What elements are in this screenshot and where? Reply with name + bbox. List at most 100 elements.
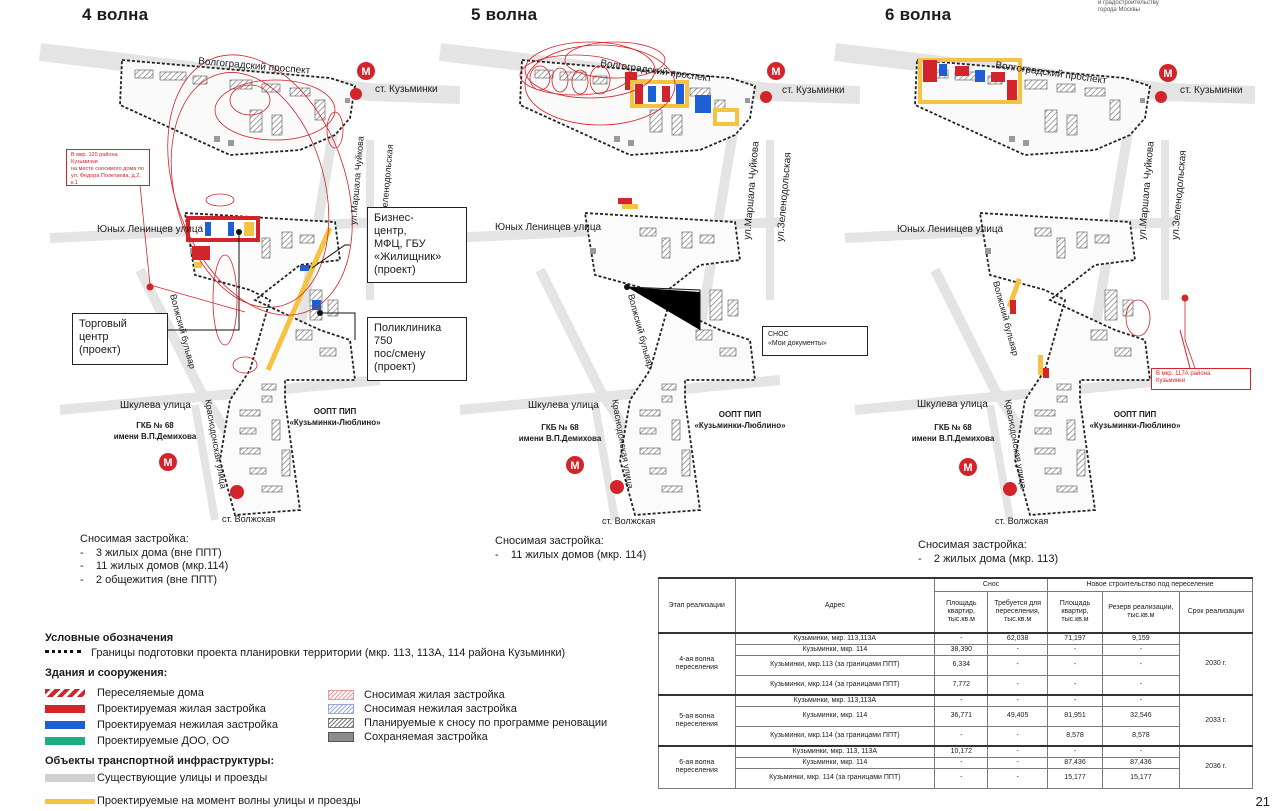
table-row: Кузьминки, мкр. 114 36,771 49,405 81,951…	[659, 705, 1253, 727]
table-row: Кузьминки, мкр. 114 (за границами ППТ) -…	[659, 767, 1253, 789]
term-cell: 2036 г.	[1178, 745, 1254, 789]
swatch-new-nonresidential	[45, 721, 85, 729]
park-name: «Кузьминки-Люблино»	[694, 421, 786, 430]
maps-area: М М Волгоградский проспект ст. Кузьминки…	[0, 41, 1280, 560]
street-label: Волжский бульвар	[626, 293, 656, 370]
legend-item-preserved: Сохраняемая застройка	[328, 731, 488, 743]
callout-snos-documents: СНОС «Мои документы»	[762, 326, 868, 356]
hospital-name: имени В.П.Демихова	[114, 432, 197, 441]
red-sketch-wave-6	[1125, 298, 1196, 369]
stage-cell: 5-ая волна переселения	[658, 694, 736, 747]
svg-text:М: М	[771, 66, 780, 78]
street-label: ул.Зеленодольская	[1170, 150, 1189, 240]
street-label: Шкулева улица	[528, 400, 599, 411]
col-header-area: Площадь квартир, тыс.кв.м	[934, 590, 989, 634]
legend-item-new-nonresidential: Проектируемая нежилая застройка	[45, 719, 278, 731]
park-name: «Кузьминки-Люблино»	[1089, 421, 1181, 430]
col-header-stage: Этап реализации	[658, 577, 736, 634]
legend-item-existing-streets: Существующие улицы и проезды	[45, 772, 267, 784]
callout-red-note-wave-4: В мкр. 120 района Кузьминки на месте сно…	[66, 149, 150, 186]
legend-item-new-residential: Проектируемая жилая застройка	[45, 703, 266, 715]
street-label: Шкулева улица	[120, 400, 191, 411]
legend-buildings-heading: Здания и сооружения:	[45, 667, 168, 679]
svg-text:М: М	[963, 462, 972, 474]
legend-item-renovation: Планируемые к сносу по программе реновац…	[328, 717, 607, 729]
legend-item-new-schools: Проектируемые ДОО, ОО	[45, 735, 229, 747]
street-label: Юных Ленинцев улица	[97, 224, 204, 235]
swatch-relocated	[45, 689, 85, 697]
wave-6-title: 6 волна	[885, 5, 952, 24]
svg-text:М: М	[361, 66, 370, 78]
park-label: ООПТ ПИП	[719, 410, 762, 419]
swatch-existing-streets	[45, 774, 95, 782]
stage-cell: 4-ая волна переселения	[658, 632, 736, 696]
station-label: ст. Кузьминки	[1180, 85, 1243, 96]
street-label: Юных Ленинцев улица	[495, 222, 602, 233]
wave-5-title: 5 волна	[471, 5, 538, 24]
street-label: Юных Ленинцев улица	[897, 224, 1004, 235]
hospital-name: имени В.П.Демихова	[912, 434, 995, 443]
legend-transport-heading: Объекты транспортной инфраструктуры:	[45, 755, 275, 767]
table-row: 6-ая волна переселения Кузьминки, мкр. 1…	[658, 745, 1254, 789]
park-label: ООПТ ПИП	[1114, 410, 1157, 419]
demolition-list-wave-4: Сносимая застройка: - 3 жилых дома (вне …	[80, 533, 229, 586]
table-row: Кузьминки, мкр.114 (за границами ППТ) - …	[659, 725, 1253, 747]
metro-wave-6: М М	[959, 64, 1177, 496]
swatch-projected-streets	[45, 798, 95, 804]
relocation-table: Этап реализации Адрес Снос Новое строите…	[658, 577, 1254, 798]
legend-boundary: Границы подготовки проекта планировки те…	[45, 647, 565, 659]
swatch-demolished-nonresidential	[328, 704, 354, 714]
relocation-table-grid: Этап реализации Адрес Снос Новое строите…	[658, 577, 1254, 789]
metro-wave-5: М М	[566, 62, 785, 494]
svg-text:М: М	[1163, 68, 1172, 80]
station-label: ст. Кузьминки	[782, 85, 845, 96]
station-label: ст. Волжская	[222, 514, 275, 524]
hospital-label: ГКБ № 68	[934, 423, 972, 432]
svg-text:М: М	[570, 460, 579, 472]
new-buildings-wave-5	[618, 72, 739, 330]
table-row: Кузьминки, мкр.114 (за границами ППТ) 7,…	[659, 674, 1253, 696]
col-header-term: Срок реализации	[1178, 590, 1254, 634]
map-wave-5: М М Волгоградский проспект ст. Кузьминки…	[440, 41, 860, 526]
station-label: ст. Волжская	[602, 516, 655, 526]
stage-cell: 6-ая волна переселения	[658, 745, 736, 789]
term-cell: 2030 г.	[1178, 632, 1254, 696]
swatch-new-schools	[45, 737, 85, 745]
table-row: 5-ая волна переселения Кузьминки, мкр. 1…	[658, 694, 1254, 747]
park-label: ООПТ ПИП	[314, 407, 357, 416]
legend-item-demolished-nonresidential: Сносимая нежилая застройка	[328, 703, 517, 715]
swatch-demolished-residential	[328, 690, 354, 700]
hospital-label: ГКБ № 68	[541, 423, 579, 432]
col-header-address: Адрес	[734, 577, 936, 634]
term-cell: 2033 г.	[1178, 694, 1254, 747]
hospital-label: ГКБ № 68	[136, 421, 174, 430]
legend-title: Условные обозначения	[45, 632, 174, 644]
legend-item-demolished-residential: Сносимая жилая застройка	[328, 689, 505, 701]
callout-trade-center: Торговый центр (проект)	[72, 313, 168, 365]
new-buildings-wave-6	[918, 58, 1049, 378]
legend-item-projected-streets: Проектируемые на момент волны улицы и пр…	[45, 795, 361, 807]
demolition-list-wave-5: Сносимая застройка: - 11 жилых домов (мк…	[495, 535, 647, 561]
callout-red-note-wave-6: В мкр. 117А района Кузьминки	[1151, 368, 1251, 390]
swatch-new-residential	[45, 705, 85, 713]
map-wave-6: М М Волгоградский проспект ст. Кузьминки…	[835, 52, 1255, 526]
wave-4-title: 4 волна	[82, 5, 149, 24]
red-sketch-wave-5	[519, 41, 676, 126]
station-label: ст. Волжская	[995, 516, 1048, 526]
street-label: ул.Зеленодольская	[775, 152, 794, 242]
park-name: «Кузьминки-Люблино»	[289, 418, 381, 427]
swatch-renovation	[328, 718, 354, 728]
col-header-reserve: Резерв реализации, тыс.кв.м	[1102, 590, 1180, 634]
col-header-required: Требуется для переселения, тыс.кв.м	[987, 590, 1048, 634]
col-header-new-area: Площадь квартир, тыс.кв.м	[1046, 590, 1104, 634]
table-row: Кузьминки, мкр. 114 38,390 - - -	[659, 643, 1253, 656]
svg-text:М: М	[163, 457, 172, 469]
table-row: Кузьминки, мкр.113 (за границами ППТ) 6,…	[659, 654, 1253, 676]
metro-wave-4: М М	[159, 62, 375, 499]
swatch-preserved	[328, 732, 354, 742]
station-label: ст. Кузьминки	[375, 84, 438, 95]
col-group-snos: Снос	[934, 577, 1048, 592]
table-row: 4-ая волна переселения Кузьминки, мкр. 1…	[658, 632, 1254, 696]
callout-clinic: Поликлиника 750 пос/смену (проект)	[367, 317, 467, 381]
